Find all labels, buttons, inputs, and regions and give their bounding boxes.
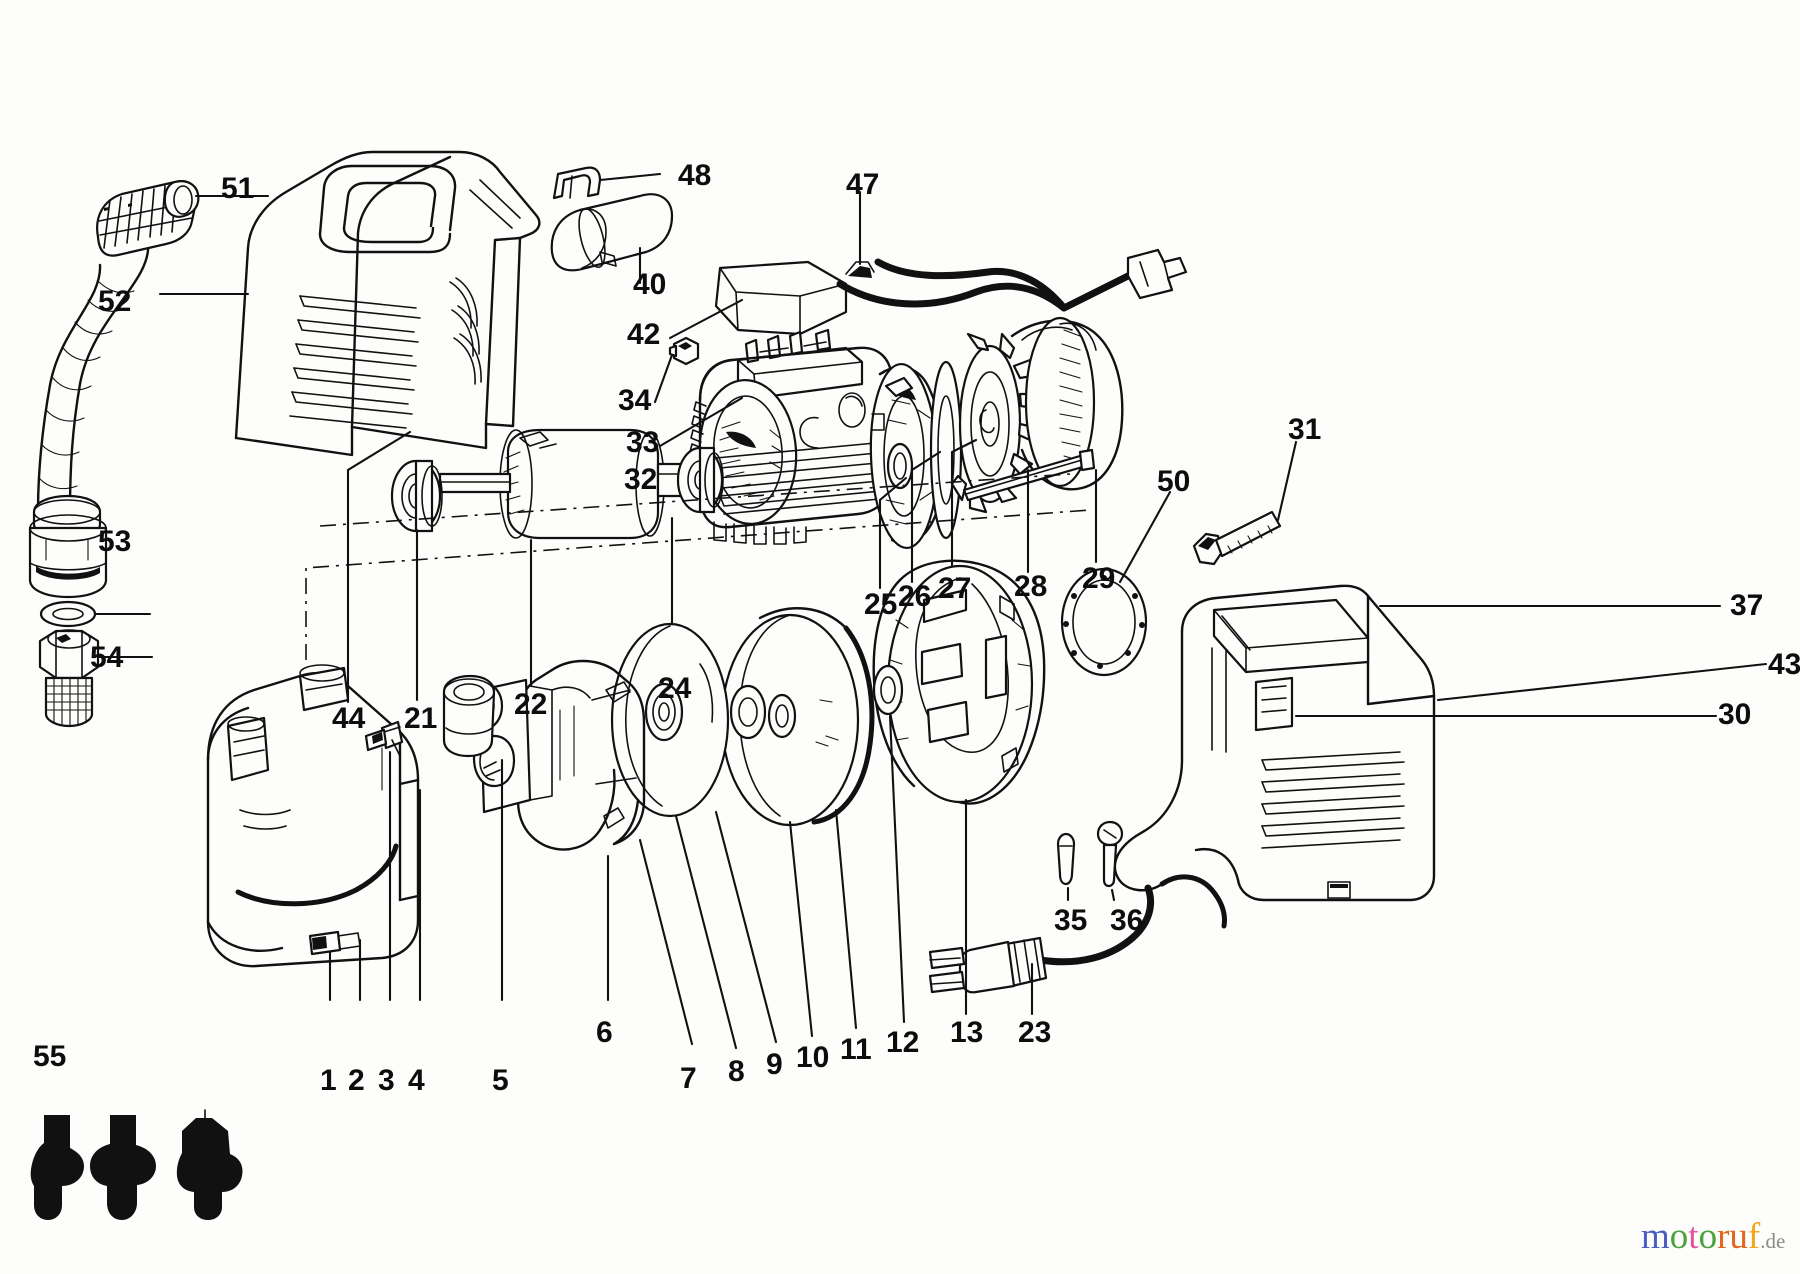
- part-diffuser-9: [610, 622, 778, 1050]
- callout-6: 6: [596, 1016, 613, 1049]
- callout-44: 44: [332, 702, 366, 735]
- callout-40: 40: [633, 268, 667, 301]
- part-screws-35-36: [1056, 820, 1124, 902]
- callout-2: 2: [348, 1064, 365, 1097]
- callout-7: 7: [680, 1062, 697, 1095]
- wm-char-f: f: [1747, 1216, 1761, 1257]
- part-bolt-31: [1192, 440, 1298, 566]
- callout-24: 24: [658, 672, 692, 705]
- callout-27: 27: [938, 572, 972, 605]
- callout-33: 33: [626, 426, 660, 459]
- wm-char-m: m: [1641, 1216, 1670, 1257]
- callout-8: 8: [728, 1055, 745, 1088]
- callout-30: 30: [1718, 698, 1752, 731]
- wm-char-o2: o: [1698, 1216, 1718, 1257]
- callout-13: 13: [950, 1016, 984, 1049]
- part-gasket-48: [1060, 490, 1172, 677]
- callout-52: 54: [90, 641, 124, 674]
- part-terminal-cover: [668, 260, 848, 340]
- wm-suffix: .de: [1760, 1229, 1786, 1253]
- callout-3: 3: [378, 1064, 395, 1097]
- callout-29: 29: [1082, 562, 1116, 595]
- callout-11: 11: [840, 1033, 872, 1066]
- part-endcap-25: [869, 362, 946, 590]
- callout-10: 10: [796, 1041, 830, 1074]
- part-flange-13: [872, 559, 1046, 1024]
- callout-51: 53: [98, 525, 132, 558]
- callout-53: 55: [33, 1040, 67, 1073]
- part-ring-5: [442, 674, 504, 1002]
- callout-26: 26: [898, 580, 932, 613]
- callout-9: 9: [766, 1048, 783, 1081]
- callout-37: 37: [1730, 589, 1764, 622]
- callout-49: 51: [221, 172, 255, 205]
- callout-50: 52: [98, 285, 132, 318]
- wm-char-o1: o: [1669, 1216, 1689, 1257]
- callout-47: 48: [678, 159, 712, 192]
- callout-4: 4: [408, 1064, 425, 1097]
- part-power-cord: [928, 884, 1155, 1016]
- callout-25: 25: [864, 588, 898, 621]
- part-cable-harness: [836, 190, 1188, 312]
- callout-23: 23: [1018, 1016, 1052, 1049]
- callout-34: 34: [618, 384, 652, 417]
- part-endcover-29: [1010, 316, 1124, 564]
- callout-42: 42: [627, 318, 661, 351]
- part-rotor-assembly: [390, 428, 724, 702]
- part-outlet-hose: [28, 180, 270, 728]
- callout-21: 21: [404, 702, 438, 735]
- callout-36: 36: [1110, 904, 1144, 937]
- callout-31: 31: [1288, 413, 1322, 446]
- wm-char-r: r: [1717, 1216, 1730, 1257]
- watermark-motoruf: motoruf.de: [1641, 1218, 1785, 1255]
- part-pumpbody-tank: [206, 473, 1091, 1002]
- part-endcap-26: [910, 360, 963, 584]
- callout-1: 1: [320, 1064, 337, 1097]
- callout-48: 50: [1157, 465, 1191, 498]
- wm-char-t: t: [1688, 1216, 1699, 1257]
- part-capacitor: [550, 166, 674, 285]
- part-lower-cover: [1113, 584, 1768, 929]
- callout-46: 47: [846, 168, 880, 201]
- callout-35: 35: [1054, 904, 1088, 937]
- callout-28: 28: [1014, 570, 1048, 603]
- part-nut-34: [653, 336, 700, 404]
- callout-5: 5: [492, 1064, 509, 1097]
- part-plug-terminals: [30, 1109, 243, 1220]
- callout-32: 32: [624, 463, 658, 496]
- callout-22: 22: [514, 688, 548, 721]
- part-upper-shroud: [234, 150, 541, 704]
- part-disc-11: [720, 607, 875, 1038]
- callout-43: 43: [1768, 648, 1800, 681]
- callout-12: 12: [886, 1026, 920, 1059]
- wm-char-u: u: [1729, 1216, 1748, 1257]
